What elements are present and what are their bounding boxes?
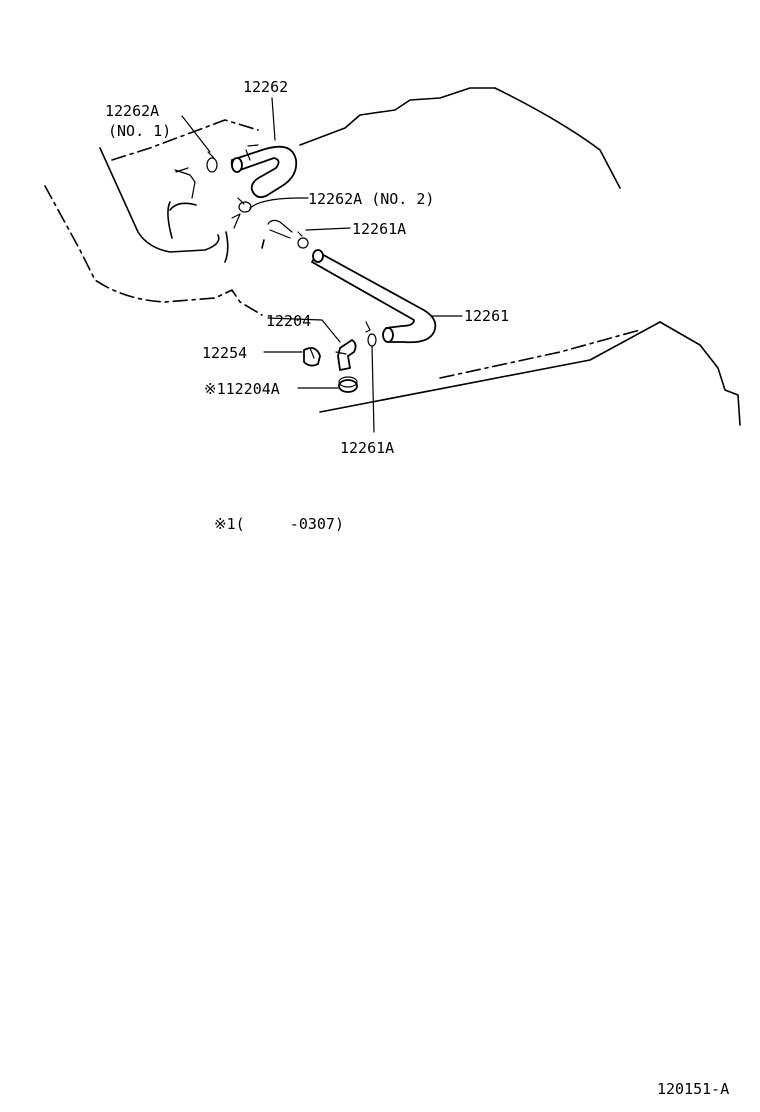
valve-12204 [335,339,357,371]
connector-elbow [267,219,309,249]
leader-lines [181,97,463,433]
clamp-12262a-no2 [231,197,252,229]
grommet-12254 [303,347,321,367]
label-12262: 12262 [243,78,288,96]
part-labels: 12262 12262A (NO. 1) 12262A (NO. 2) 1226… [105,78,509,457]
diagram-id: 120151-A [657,1080,729,1098]
hose-12261 [311,249,437,344]
engine-outline [44,87,741,426]
label-12204a: ※112204A [204,380,280,398]
label-12261a-top: 12261A [352,220,406,238]
clamp-12262a-no1 [206,151,218,173]
label-12204: 12204 [266,312,311,330]
label-12261a-bottom: 12261A [340,439,394,457]
label-12262a-no1: 12262A [105,102,159,120]
label-12262a-no1-sub: (NO. 1) [108,122,171,140]
clamp-12261a-bottom [365,321,377,347]
part-12204a [338,376,358,393]
footnote: ※1( -0307) [214,515,344,533]
hose-12262 [230,144,298,199]
label-12261: 12261 [464,307,509,325]
label-12262a-no2: 12262A (NO. 2) [308,190,434,208]
label-12254: 12254 [202,344,247,362]
